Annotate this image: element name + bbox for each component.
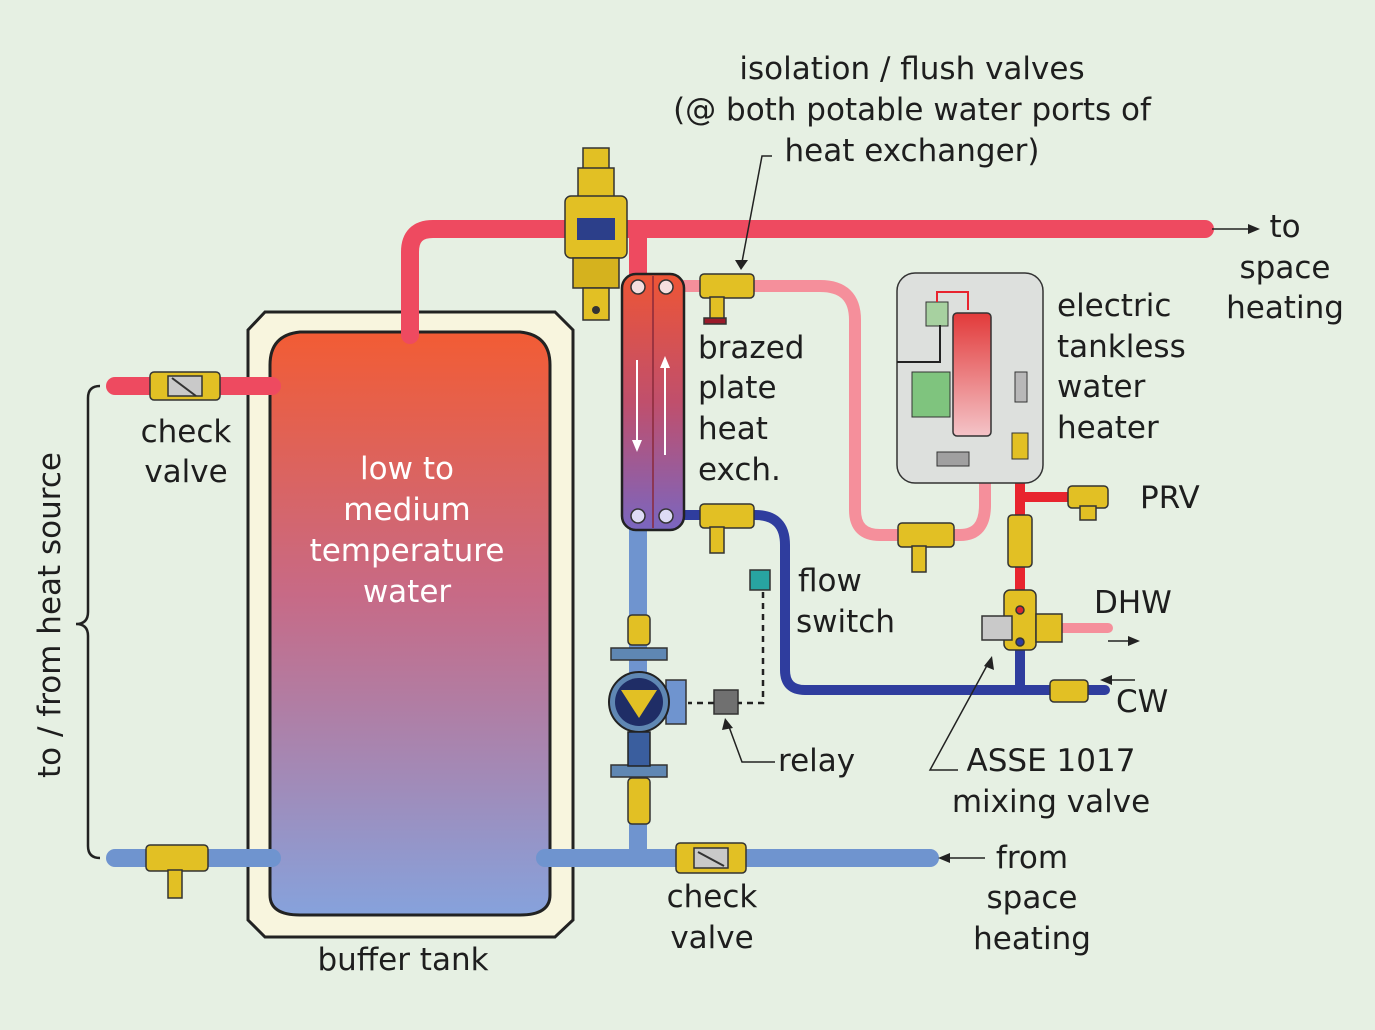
from-space-label-1: from	[996, 840, 1068, 876]
isolation-label-1: isolation / flush valves	[739, 51, 1084, 87]
relay-box	[713, 689, 739, 715]
buffer-tank	[246, 310, 575, 939]
electric-label-4: heater	[1057, 410, 1159, 446]
tank-water-label-4: water	[363, 574, 452, 610]
to-space-label-2: space	[1240, 250, 1331, 286]
brass-valves	[145, 273, 1109, 899]
tank-water-label-1: low to	[360, 451, 454, 487]
check-valve-bottom-label-2: valve	[670, 920, 753, 956]
isolation-label-3: heat exchanger)	[785, 133, 1040, 169]
check-valve-left-label-2: valve	[144, 454, 227, 490]
check-valve-left-label-1: check	[141, 414, 232, 450]
brazed-label-1: brazed	[698, 330, 804, 366]
to-space-label-3: heating	[1226, 290, 1344, 326]
heat-source-bracket	[75, 384, 101, 860]
dhw-label: DHW	[1094, 585, 1172, 621]
asse-label-1: ASSE 1017	[967, 743, 1136, 779]
flow-switch-label-1: flow	[798, 563, 862, 599]
flow-switch	[749, 569, 771, 591]
relay-label: relay	[778, 743, 855, 779]
brazed-label-4: exch.	[698, 452, 781, 488]
electric-tankless-heater	[896, 272, 1044, 484]
circulator-pump	[608, 647, 687, 778]
from-space-label-2: space	[987, 880, 1078, 916]
heat-source-label: to / from heat source	[32, 452, 68, 778]
asse-label-2: mixing valve	[952, 784, 1150, 820]
buffer-tank-label: buffer tank	[317, 942, 488, 978]
leader-lines	[727, 155, 1252, 859]
potable-cold-piping	[655, 510, 1110, 695]
flow-switch-label-2: switch	[796, 604, 895, 640]
isolation-label-2: (@ both potable water ports of	[673, 92, 1152, 128]
electric-label-3: water	[1057, 369, 1146, 405]
arrow-heads	[722, 224, 1260, 863]
tank-water-label-2: medium	[343, 492, 470, 528]
from-space-label-3: heating	[973, 921, 1091, 957]
cw-label: CW	[1116, 684, 1168, 720]
electric-label-1: electric	[1057, 288, 1171, 324]
to-space-label-1: to	[1269, 209, 1300, 245]
air-separator	[564, 147, 628, 321]
electric-label-2: tankless	[1057, 329, 1186, 365]
prv-label: PRV	[1140, 480, 1200, 516]
tank-water-label-3: temperature	[310, 533, 505, 569]
brazed-plate-heat-exchanger	[620, 272, 686, 532]
control-wire	[688, 592, 765, 705]
brazed-label-2: plate	[698, 370, 777, 406]
brazed-label-3: heat	[698, 411, 768, 447]
check-valve-bottom-label-1: check	[667, 879, 758, 915]
